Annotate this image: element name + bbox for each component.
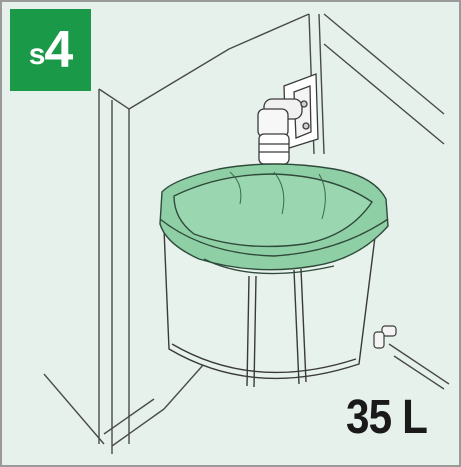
bin-body	[163, 228, 377, 388]
waste-bin-illustration	[43, 13, 450, 454]
capacity-label: 35 L	[345, 391, 428, 444]
mounting-bracket-icon	[257, 73, 319, 165]
pivot-hinge	[373, 325, 397, 349]
badge-number: 4	[44, 21, 73, 79]
bin-rim	[159, 163, 389, 275]
badge-prefix: s	[28, 38, 46, 71]
size-badge: s 4	[10, 9, 91, 91]
